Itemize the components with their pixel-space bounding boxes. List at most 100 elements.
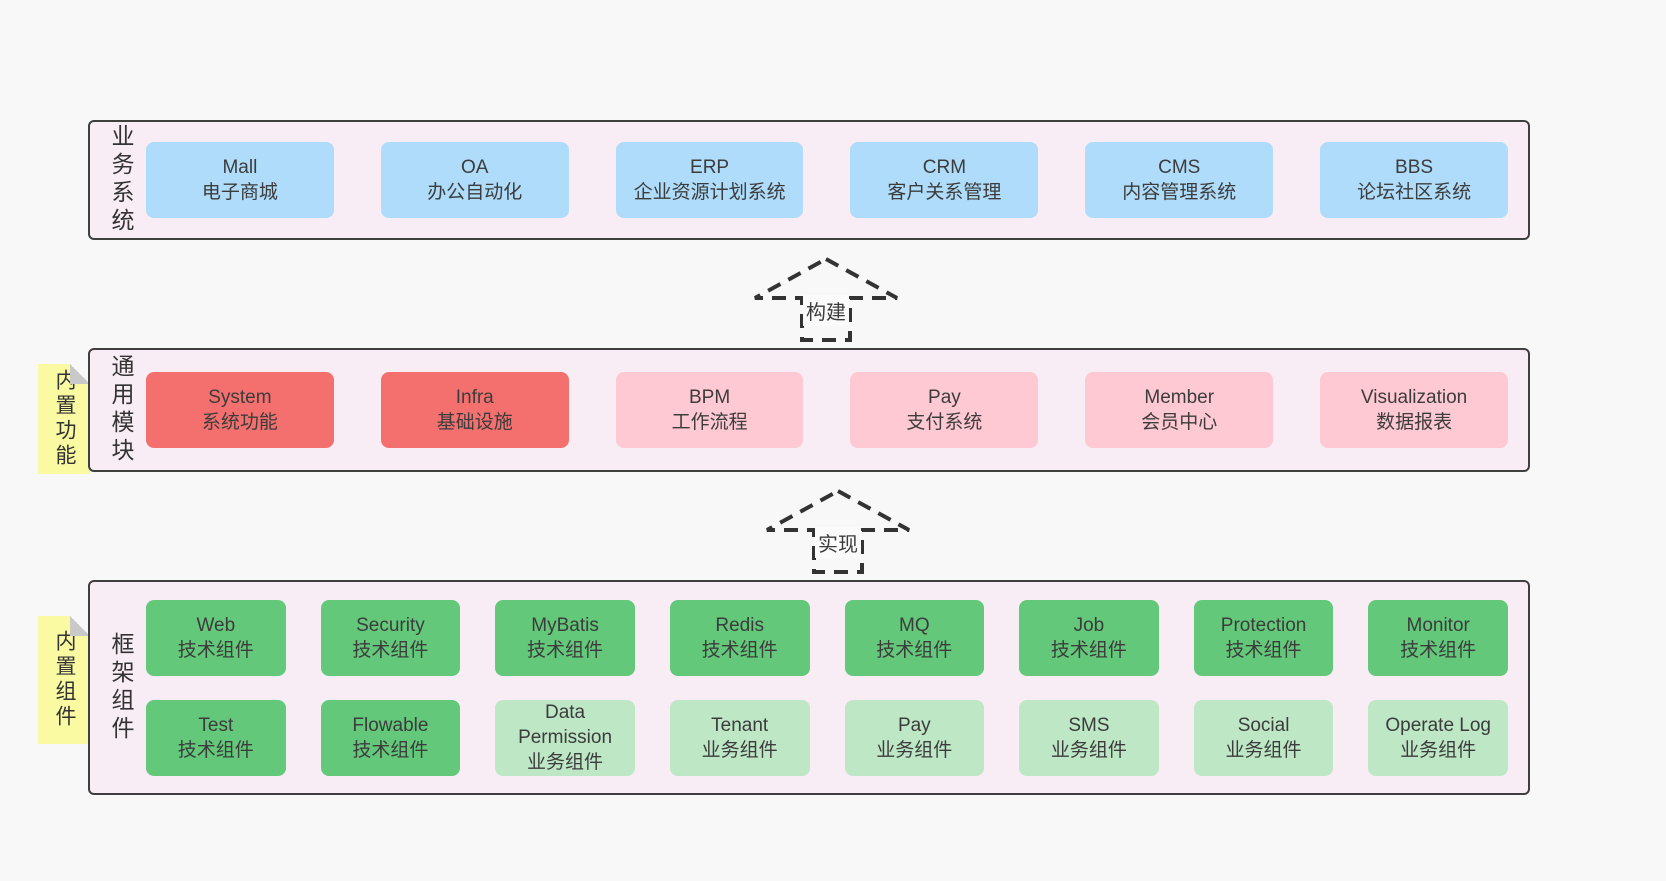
module-name: BBS [1395, 157, 1434, 178]
implement-arrow-label: 实现 [815, 527, 861, 558]
module-name: Infra [455, 387, 494, 408]
module-desc: 客户关系管理 [887, 182, 1002, 203]
component-desc: 技术组件 [1050, 639, 1127, 661]
module-box-erp: ERP 企业资源计划系统 [615, 142, 804, 218]
component-name: Social [1237, 714, 1290, 736]
module-name: Pay [928, 387, 961, 408]
module-desc: 系统功能 [201, 412, 278, 433]
module-desc: 数据报表 [1376, 412, 1453, 433]
component-box-security: Security 技术组件 [320, 599, 461, 676]
module-name: Visualization [1360, 387, 1468, 408]
component-desc: 技术组件 [352, 739, 429, 761]
component-name: SMS [1068, 714, 1110, 736]
component-box-sms: SMS 业务组件 [1019, 699, 1159, 776]
component-box-mq: MQ 技术组件 [844, 599, 985, 676]
module-name: BPM [688, 387, 731, 408]
component-box-mybatis: MyBatis 技术组件 [495, 599, 635, 676]
build-arrow: 构建 [750, 255, 902, 343]
component-box-social: Social 业务组件 [1193, 699, 1334, 776]
component-desc: 业务组件 [527, 752, 604, 773]
built-in-functions-label: 内置功能 [53, 369, 76, 469]
component-name: Flowable [352, 714, 429, 736]
component-desc: 技术组件 [177, 639, 254, 661]
component-name: Test [198, 714, 234, 736]
business-systems-band: 业务系统 Mall 电子商城 OA 办公自动化 ERP 企业资源计划系统 CRM… [88, 120, 1530, 240]
component-box-flowable: Flowable 技术组件 [320, 699, 461, 776]
component-name: Job [1073, 614, 1105, 636]
component-box-test: Test 技术组件 [146, 699, 286, 776]
component-name: Security [356, 614, 425, 636]
component-name: Protection [1220, 614, 1307, 636]
module-box-oa: OA 办公自动化 [380, 142, 569, 218]
component-box-job: Job 技术组件 [1019, 599, 1159, 676]
component-desc: 技术组件 [177, 739, 254, 761]
component-box-tenant: Tenant 业务组件 [669, 699, 810, 776]
component-desc: 业务组件 [1050, 739, 1127, 761]
component-desc: 技术组件 [701, 639, 778, 661]
module-box-bbs: BBS 论坛社区系统 [1320, 142, 1508, 218]
module-name: OA [461, 157, 489, 178]
folded-corner-icon [70, 616, 90, 636]
built-in-functions-tab: 内置功能 [38, 364, 90, 474]
module-name: Member [1144, 387, 1215, 408]
component-name: Pay [897, 714, 931, 736]
build-arrow-label: 构建 [803, 295, 849, 326]
common-modules-band: 通用模块 System 系统功能 Infra 基础设施 BPM 工作流程 Pay… [88, 348, 1530, 472]
module-box-bpm: BPM 工作流程 [615, 372, 804, 448]
framework-band-title: 框架组件 [108, 631, 134, 744]
component-box-web: Web 技术组件 [146, 599, 286, 676]
module-box-system: System 系统功能 [146, 372, 334, 448]
component-name: Data Permission [518, 702, 613, 748]
module-name: CMS [1158, 157, 1201, 178]
component-desc: 技术组件 [1400, 639, 1477, 661]
module-name: ERP [690, 157, 730, 178]
module-desc: 论坛社区系统 [1357, 182, 1472, 203]
component-name: Monitor [1406, 614, 1470, 636]
implement-arrow: 实现 [762, 487, 914, 575]
module-desc: 会员中心 [1141, 412, 1218, 433]
module-name: Mall [222, 157, 258, 178]
component-box-monitor: Monitor 技术组件 [1368, 599, 1508, 676]
component-desc: 业务组件 [876, 739, 953, 761]
component-desc: 技术组件 [876, 639, 953, 661]
component-desc: 技术组件 [1225, 639, 1302, 661]
module-name: CRM [922, 157, 967, 178]
component-name: MyBatis [531, 614, 599, 636]
common-band-title: 通用模块 [108, 354, 134, 466]
up-arrow-icon [766, 488, 910, 574]
module-box-crm: CRM 客户关系管理 [850, 142, 1039, 218]
module-box-infra: Infra 基础设施 [380, 372, 569, 448]
component-box-redis: Redis 技术组件 [669, 599, 810, 676]
module-box-mall: Mall 电子商城 [146, 142, 334, 218]
component-desc: 业务组件 [701, 739, 778, 761]
module-desc: 支付系统 [906, 412, 983, 433]
module-box-member: Member 会员中心 [1085, 372, 1274, 448]
component-desc: 技术组件 [352, 639, 429, 661]
up-arrow-icon [754, 256, 898, 342]
module-box-pay: Pay 支付系统 [850, 372, 1039, 448]
module-box-cms: CMS 内容管理系统 [1085, 142, 1274, 218]
component-box-protection: Protection 技术组件 [1193, 599, 1334, 676]
component-name: Web [196, 614, 236, 636]
built-in-components-label: 内置组件 [53, 630, 76, 730]
component-box-pay: Pay 业务组件 [844, 699, 985, 776]
framework-boxes: Web 技术组件 Security 技术组件 MyBatis 技术组件 Redi… [146, 599, 1524, 776]
component-name: Redis [715, 614, 764, 636]
module-desc: 工作流程 [671, 412, 748, 433]
common-boxes: System 系统功能 Infra 基础设施 BPM 工作流程 Pay 支付系统… [146, 372, 1524, 448]
component-name: Tenant [711, 714, 769, 736]
component-box-data-permission: Data Permission 业务组件 [495, 699, 635, 776]
business-band-title: 业务系统 [108, 124, 134, 236]
component-desc: 技术组件 [527, 639, 604, 661]
component-box-operate-log: Operate Log 业务组件 [1368, 699, 1508, 776]
module-desc: 办公自动化 [427, 182, 523, 203]
component-desc: 业务组件 [1225, 739, 1302, 761]
module-box-visualization: Visualization 数据报表 [1320, 372, 1508, 448]
module-name: System [208, 387, 272, 408]
built-in-components-tab: 内置组件 [38, 616, 90, 744]
module-desc: 电子商城 [201, 182, 278, 203]
folded-corner-icon [70, 364, 90, 384]
module-desc: 基础设施 [436, 412, 513, 433]
framework-components-band: 框架组件 Web 技术组件 Security 技术组件 MyBatis 技术组件… [88, 580, 1530, 795]
